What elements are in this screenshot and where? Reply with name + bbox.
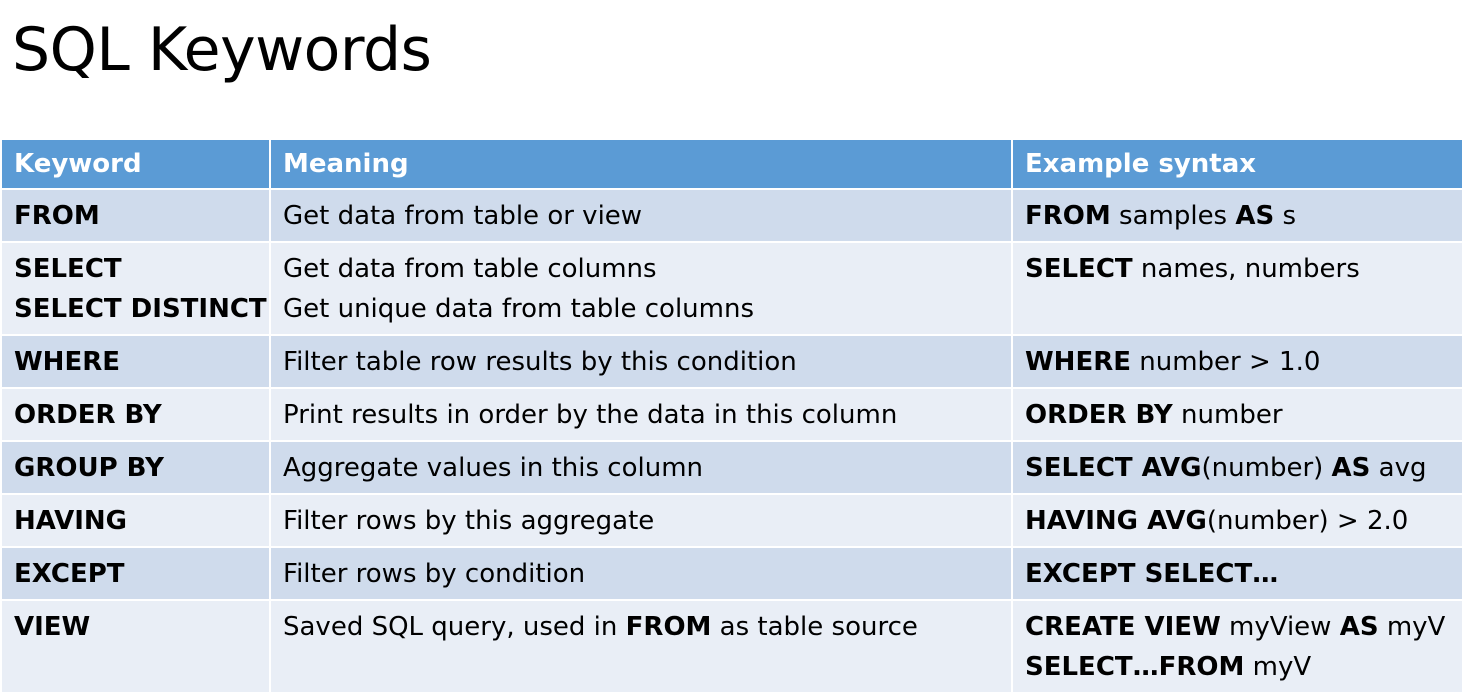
meaning-text: Get unique data from table columns [283,294,754,324]
keyword-text: HAVING [14,506,128,536]
keyword-cell: EXCEPT [0,546,271,601]
example-text: names, numbers [1132,254,1360,284]
keyword-cell: SELECT SELECT DISTINCT [0,241,271,336]
table-row: WHERE Filter table row results by this c… [0,334,1464,389]
example-cell: HAVING AVG(number) > 2.0 [1011,493,1464,548]
example-text: myView [1220,612,1340,642]
meaning-text: Filter rows by condition [283,559,586,589]
keyword-cell: ORDER BY [0,387,271,442]
example-cell: WHERE number > 1.0 [1011,334,1464,389]
table-row: HAVING Filter rows by this aggregate HAV… [0,493,1464,548]
keyword-text: FROM [14,201,100,231]
meaning-cell: Filter rows by condition [269,546,1013,601]
meaning-text-part: Saved SQL query, used in [283,612,626,642]
keyword-cell: FROM [0,188,271,243]
example-keyword: AS [1235,201,1275,231]
example-line: FROM samples AS s [1025,196,1450,236]
example-keyword: AS [1331,453,1371,483]
meaning-text: Print results in order by the data in th… [283,400,898,430]
example-text: s [1274,201,1297,231]
keyword-text: GROUP BY [14,453,164,483]
example-cell: CREATE VIEW myView AS myV SELECT…FROM my… [1011,599,1464,694]
example-cell: SELECT names, numbers [1011,241,1464,336]
example-keyword: WHERE [1025,347,1131,377]
example-text: number > 1.0 [1130,347,1321,377]
table-header-row: Keyword Meaning Example syntax [0,138,1464,190]
meaning-cell: Filter rows by this aggregate [269,493,1013,548]
meaning-text: Filter table row results by this conditi… [283,347,797,377]
table-row: GROUP BY Aggregate values in this column… [0,440,1464,495]
example-text: samples [1110,201,1236,231]
example-line: HAVING AVG(number) > 2.0 [1025,501,1450,541]
slide-title: SQL Keywords [12,15,432,85]
example-cell: FROM samples AS s [1011,188,1464,243]
table-row: FROM Get data from table or view FROM sa… [0,188,1464,243]
meaning-text: Get data from table columns [283,254,657,284]
example-text: avg [1370,453,1427,483]
example-text: (number) [1201,453,1332,483]
example-text: myV [1244,652,1312,682]
example-cell: ORDER BY number [1011,387,1464,442]
keyword-text: SELECT [14,254,122,284]
example-keyword: HAVING AVG [1025,506,1207,536]
example-keyword: CREATE VIEW [1025,612,1221,642]
example-line: SELECT AVG(number) AS avg [1025,448,1450,488]
meaning-text-part: as table source [711,612,918,642]
keyword-text: WHERE [14,347,120,377]
example-line: SELECT…FROM myV [1025,647,1450,687]
keyword-text: EXCEPT [14,559,125,589]
meaning-text: Get data from table or view [283,201,643,231]
example-keyword: SELECT AVG [1025,453,1202,483]
sql-keywords-table: Keyword Meaning Example syntax FROM Get … [0,138,1464,694]
meaning-cell: Get data from table or view [269,188,1013,243]
example-cell: EXCEPT SELECT… [1011,546,1464,601]
meaning-cell: Print results in order by the data in th… [269,387,1013,442]
meaning-cell: Aggregate values in this column [269,440,1013,495]
table-row: SELECT SELECT DISTINCT Get data from tab… [0,241,1464,336]
example-line: EXCEPT SELECT… [1025,554,1450,594]
example-text: myV [1378,612,1446,642]
example-keyword: ORDER BY [1025,400,1173,430]
meaning-text: Filter rows by this aggregate [283,506,655,536]
example-keyword: SELECT [1025,254,1133,284]
meaning-text: Aggregate values in this column [283,453,704,483]
header-meaning: Meaning [269,138,1013,190]
keyword-cell: VIEW [0,599,271,694]
keyword-cell: GROUP BY [0,440,271,495]
header-keyword: Keyword [0,138,271,190]
keyword-text: ORDER BY [14,400,162,430]
example-keyword: EXCEPT SELECT… [1025,559,1279,589]
example-keyword: FROM [1025,201,1111,231]
meaning-keyword: FROM [625,612,712,642]
example-line: SELECT names, numbers [1025,249,1450,289]
example-line: WHERE number > 1.0 [1025,342,1450,382]
example-keyword: AS [1339,612,1379,642]
meaning-cell: Filter table row results by this conditi… [269,334,1013,389]
example-cell: SELECT AVG(number) AS avg [1011,440,1464,495]
header-example-syntax: Example syntax [1011,138,1464,190]
meaning-cell: Saved SQL query, used in FROM as table s… [269,599,1013,694]
table-row: ORDER BY Print results in order by the d… [0,387,1464,442]
example-text: (number) > 2.0 [1206,506,1409,536]
table-row: VIEW Saved SQL query, used in FROM as ta… [0,599,1464,694]
example-line: ORDER BY number [1025,395,1450,435]
table-row: EXCEPT Filter rows by condition EXCEPT S… [0,546,1464,601]
meaning-cell: Get data from table columns Get unique d… [269,241,1013,336]
meaning-text: Saved SQL query, used in FROM as table s… [283,607,999,647]
keyword-text: SELECT DISTINCT [14,294,267,324]
example-text: number [1172,400,1283,430]
example-line: CREATE VIEW myView AS myV [1025,607,1450,647]
keyword-cell: HAVING [0,493,271,548]
keyword-cell: WHERE [0,334,271,389]
keyword-text: VIEW [14,612,91,642]
example-keyword: SELECT…FROM [1025,652,1245,682]
